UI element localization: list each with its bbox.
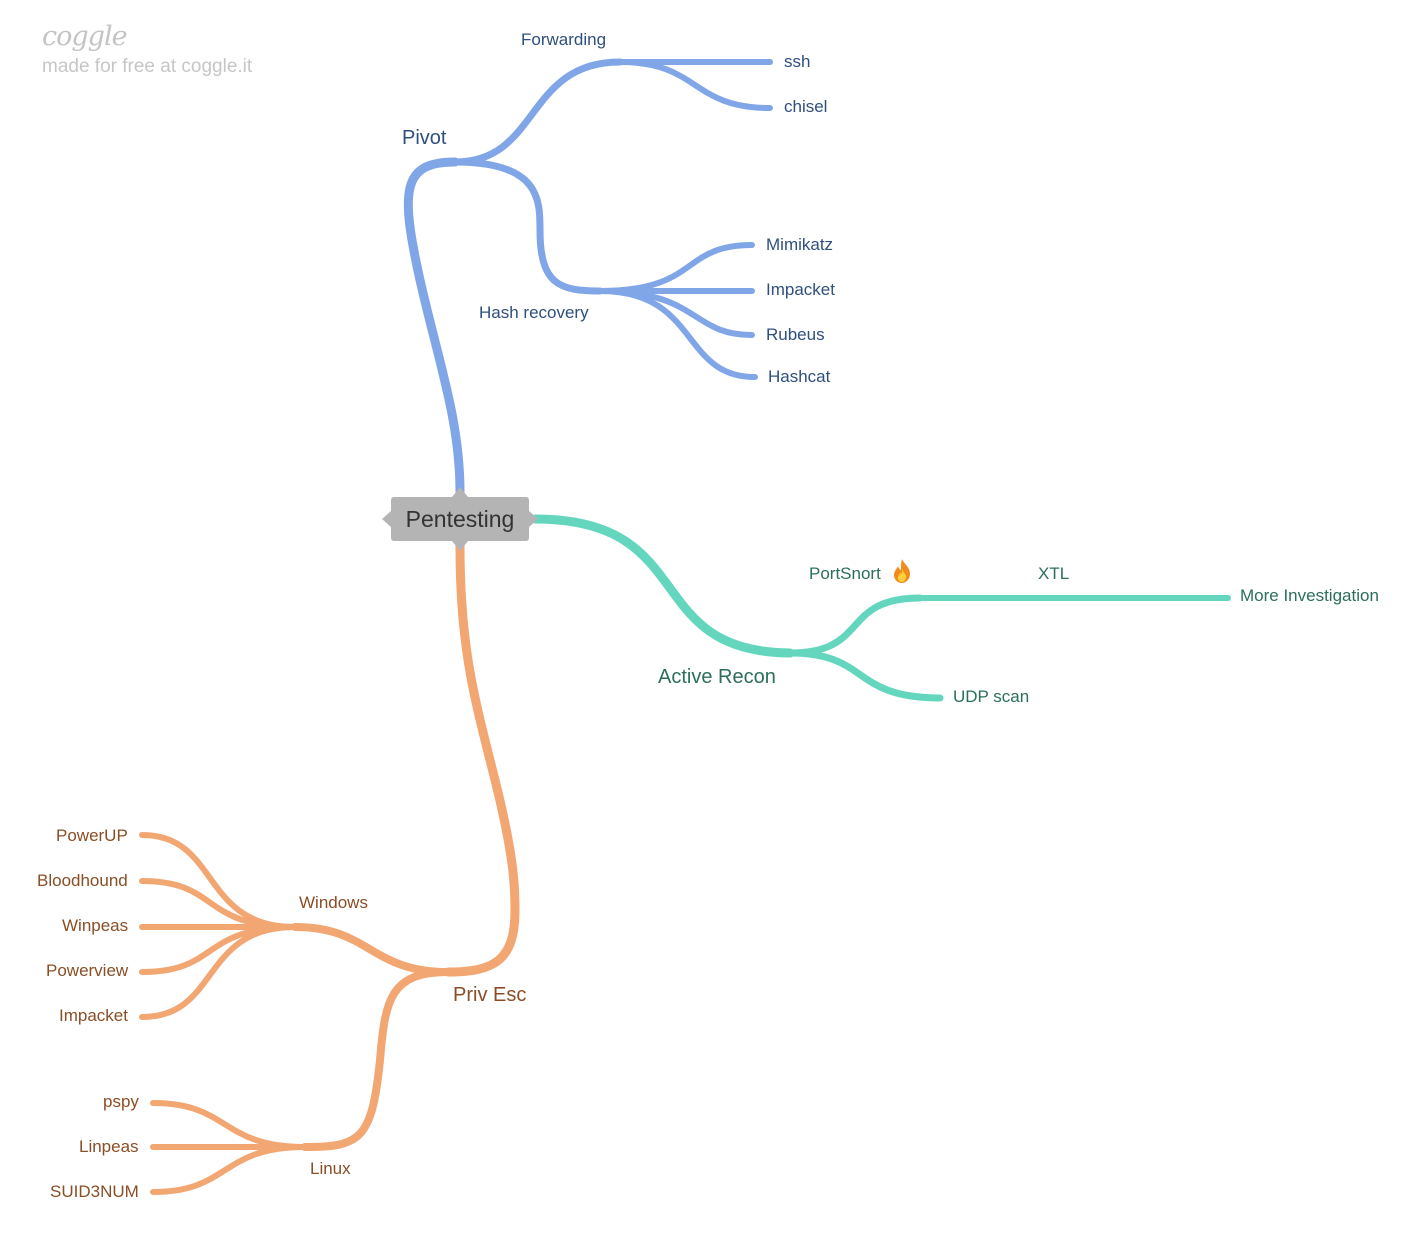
edge-hash-mimikatz [597,242,755,294]
node-forwarding[interactable]: Forwarding [521,30,607,49]
node-xtl[interactable]: XTL [1038,564,1070,583]
node-linpeas[interactable]: Linpeas [79,1137,139,1156]
root-node[interactable]: Pentesting [391,497,529,541]
edge-pivot-hash [451,158,604,295]
node-priv-esc[interactable]: Priv Esc [453,984,527,1006]
node-hash-recovery[interactable]: Hash recovery [479,303,589,322]
node-udp-scan[interactable]: UDP scan [953,687,1030,706]
fire-icon [894,559,910,583]
node-powerup[interactable]: PowerUP [56,826,128,845]
node-active-recon[interactable]: Active Recon [658,666,776,688]
node-impacket-hash[interactable]: Impacket [766,280,835,299]
root-nub-top [452,487,468,497]
coggle-logo: coggle [42,21,128,52]
edge-pivot-forwarding [451,58,624,166]
edge-hash-hashcat [597,288,758,380]
node-mimikatz[interactable]: Mimikatz [766,235,834,254]
node-pspy[interactable]: pspy [103,1092,139,1111]
node-rubeus[interactable]: Rubeus [766,325,825,344]
edge-root-pivot [403,157,465,497]
node-portsnort[interactable]: PortSnort [809,564,881,583]
node-pivot[interactable]: Pivot [402,127,447,149]
node-hashcat[interactable]: Hashcat [768,367,831,386]
node-suid3num[interactable]: SUID3NUM [50,1182,139,1201]
node-impacket-win[interactable]: Impacket [59,1006,128,1025]
edge-root-recon [530,514,795,658]
edge-recon-udp [786,649,944,702]
coggle-tagline: made for free at coggle.it [42,56,253,77]
node-bloodhound[interactable]: Bloodhound [37,871,128,890]
root-nub-left [382,511,391,527]
edge-hash-rubeus [597,288,755,338]
root-node-label: Pentesting [405,505,515,532]
edge-privesc-linux [301,968,452,1151]
node-chisel[interactable]: chisel [784,97,828,116]
node-more-investigation[interactable]: More Investigation [1240,586,1379,605]
edge-privesc-windows [291,923,452,976]
node-powerview[interactable]: Powerview [46,961,129,980]
edge-recon-portsnort [786,594,924,657]
node-winpeas[interactable]: Winpeas [62,916,129,935]
root-nub-right [529,511,538,527]
edge-linux-pspy [150,1100,308,1150]
node-linux[interactable]: Linux [310,1159,351,1178]
edge-windows-impacket [139,924,298,1020]
coggle-watermark: coggle made for free at coggle.it [42,20,252,78]
edge-forwarding-chisel [617,59,773,111]
edge-linux-suid3num [150,1144,308,1195]
root-nub-bottom [452,541,468,551]
node-windows[interactable]: Windows [299,893,368,912]
edge-root-privesc [443,541,520,977]
node-ssh[interactable]: ssh [784,52,811,71]
